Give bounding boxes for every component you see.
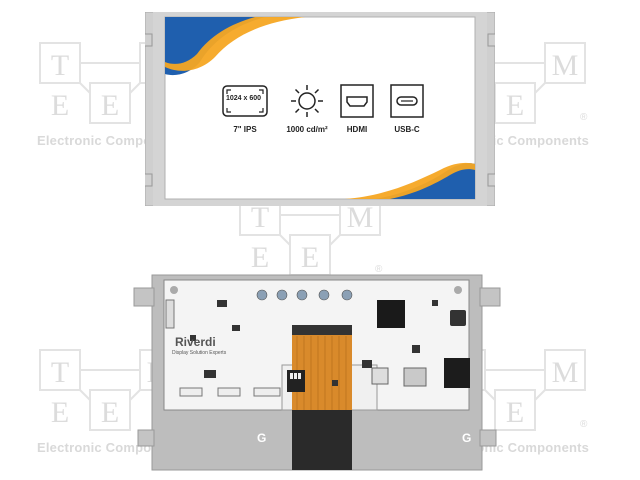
display-back-illustration: G G [133, 274, 501, 471]
fpc-connector [253, 387, 281, 397]
brightness-sun-icon [291, 85, 323, 117]
swoosh-blue-bottom-inner [390, 169, 475, 199]
tactile-button [341, 289, 353, 301]
mount-tab [137, 429, 155, 447]
mount-tab [133, 287, 155, 307]
watermark-letter: E [251, 241, 269, 274]
smd-component [217, 300, 227, 307]
inductor [450, 310, 466, 326]
mount-tab [479, 287, 501, 307]
watermark-letter: E [506, 396, 524, 429]
watermark-letter: M [347, 201, 374, 234]
watermark-letter: M [552, 49, 579, 82]
mount-tab [145, 173, 153, 187]
resolution-text: 1024 x 600 [226, 95, 262, 102]
watermark-letter: E [51, 89, 69, 122]
panel-marking: G [257, 431, 266, 445]
smd-component [412, 345, 420, 353]
black-tape [292, 410, 352, 470]
watermark-letter: M [552, 356, 579, 389]
dc-jack [444, 358, 470, 388]
watermark-registered: ® [580, 112, 588, 123]
panel-marking: G [462, 431, 471, 445]
watermark-registered: ® [375, 264, 383, 275]
spec-label-ips: 7" IPS [233, 125, 257, 134]
fpc-connector [217, 387, 241, 397]
smd-component [232, 325, 240, 331]
tactile-button [256, 289, 268, 301]
smd-component [204, 370, 216, 378]
mount-tab [479, 429, 497, 447]
usb-c-port-icon [390, 84, 424, 118]
smd-component [332, 380, 338, 386]
fpc-connector [179, 387, 203, 397]
display-front-view: 1024 x 600 7" IPS 1000 cd/m² HDMI USB-C [145, 12, 495, 206]
mount-tab [487, 173, 495, 187]
spec-label-usbc: USB-C [394, 125, 420, 134]
mount-hole [170, 286, 178, 294]
tactile-button [296, 289, 308, 301]
spec-label-hdmi: HDMI [346, 125, 368, 134]
watermark-registered: ® [580, 419, 588, 430]
watermark-letter: E [506, 89, 524, 122]
watermark-letter: E [101, 89, 119, 122]
watermark-letter: E [301, 241, 319, 274]
tactile-button [276, 289, 288, 301]
mount-tab [487, 33, 495, 47]
watermark-letter: E [51, 396, 69, 429]
flex-connector [292, 325, 352, 335]
watermark-letter: T [251, 201, 269, 234]
swoosh-blue-top-inner [165, 17, 255, 64]
tactile-button [318, 289, 330, 301]
brand-tagline: Display Solution Experts [172, 350, 227, 356]
main-chip [377, 300, 405, 328]
display-back-view: G G Riverdi Display Solution Experts [132, 270, 502, 475]
watermark-letter: E [101, 396, 119, 429]
pin-header [165, 299, 175, 329]
smd-component [362, 360, 372, 368]
mount-tab [145, 33, 153, 47]
display-front-illustration [145, 12, 495, 206]
mount-hole [454, 286, 462, 294]
spec-label-brightness: 1000 cd/m² [286, 125, 328, 134]
brand-name: Riverdi [175, 335, 216, 349]
hdmi-port-icon [340, 84, 374, 118]
resolution-frame-icon [222, 85, 268, 117]
hdmi-connector [403, 367, 427, 387]
usb-c-connector [371, 367, 389, 385]
watermark-letter: T [51, 356, 69, 389]
smd-component [190, 335, 196, 341]
watermark-letter: T [51, 49, 69, 82]
smd-component [432, 300, 438, 306]
